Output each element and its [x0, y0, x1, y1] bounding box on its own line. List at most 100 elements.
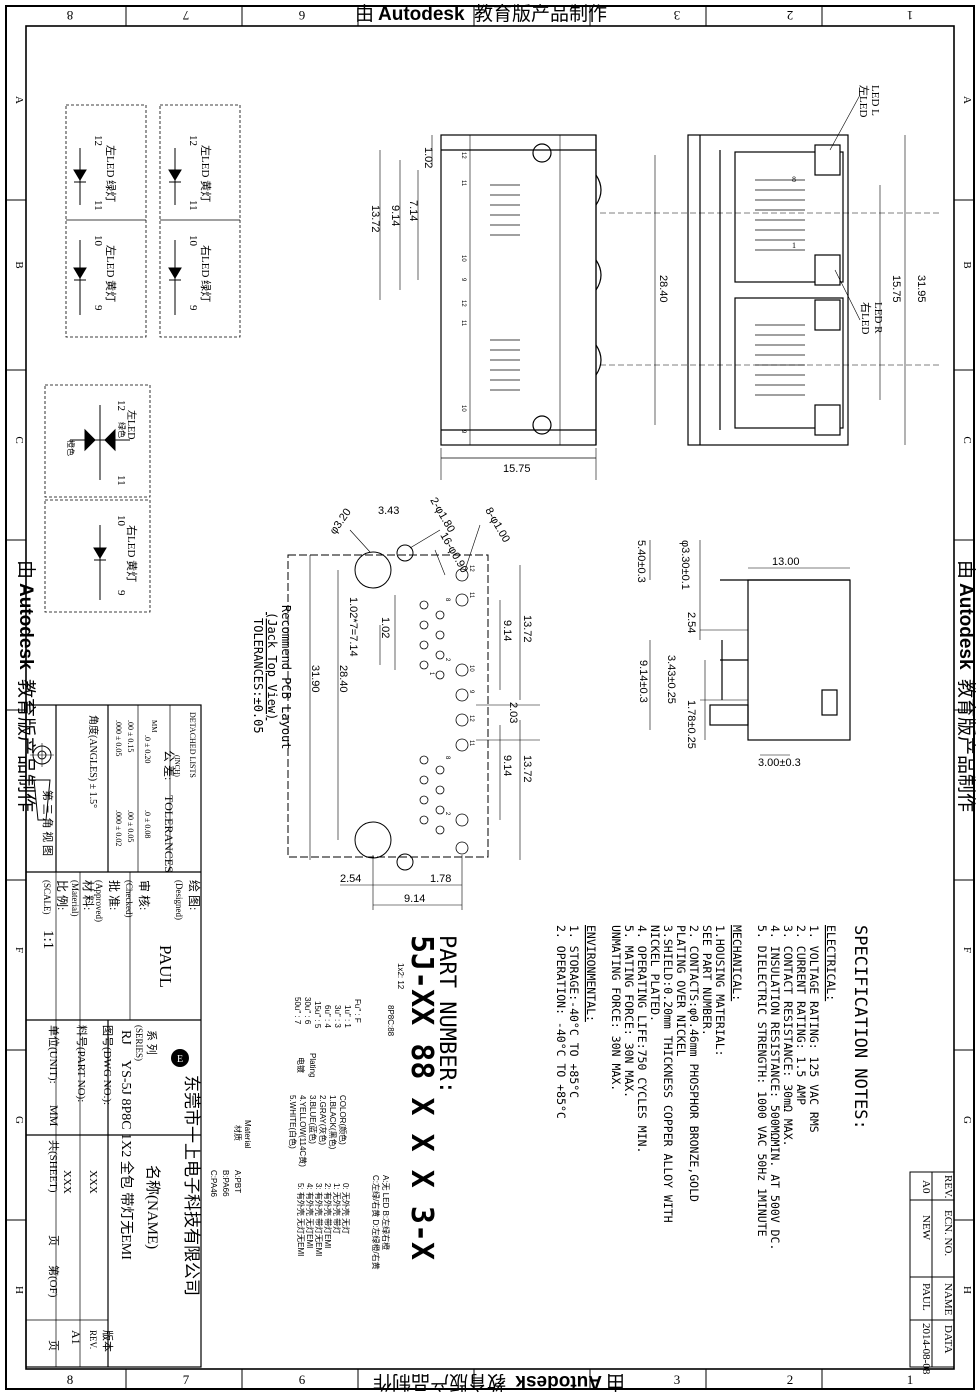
- top-view-drawing: [379, 134, 602, 480]
- sv-dim-2: φ3.30±0.1: [679, 540, 691, 590]
- pn-color-5: 5.WHITE(白色): [288, 1095, 298, 1149]
- pn-material-cn: 材质: [233, 1125, 243, 1141]
- pcb-dim-5: 8-φ1.00: [482, 506, 512, 545]
- tb-scale: 1:1: [40, 930, 56, 949]
- spec-elec-2: 2. CURRENT RATING: 1.5 AMP: [794, 925, 808, 1105]
- tb-unit-cn: 单位(UNIT):: [47, 1025, 61, 1084]
- row-left-a: A: [13, 96, 25, 104]
- pcb-layout-dims: 3.43 φ3.20 2-φ1.80 16-φ0.90 8-φ1.00 13.7…: [309, 496, 533, 906]
- col-top-1: 8: [67, 8, 74, 23]
- col-top-8: 1: [907, 8, 914, 23]
- fv-dim-3: 31.95: [915, 275, 927, 303]
- pcb-pin-1: 12: [468, 565, 474, 572]
- pcb-dim-8: 2.03: [507, 702, 519, 723]
- rev-c1: A0: [920, 1180, 932, 1194]
- watermark-left-prefix: 由: [15, 560, 37, 579]
- pn-ports: 1x2: 12: [396, 963, 405, 990]
- led-box4-pin-b: 9: [187, 305, 199, 311]
- led-symbols: [70, 148, 182, 600]
- side-view-dims: 13.00 φ3.30±0.1 5.40±0.3 2.54 9.14±0.3 3…: [635, 540, 801, 769]
- pcb-inner-3: 1: [428, 672, 434, 676]
- led-box-left-top: [65, 104, 147, 338]
- pcb-dim-16: 1.78: [430, 873, 451, 885]
- pn-plat-1: Fu" : F: [353, 999, 362, 1023]
- tb-tol-en: TOLERANCES: [162, 795, 176, 873]
- fv-led-l: LED L: [869, 85, 881, 116]
- row-left-h: H: [13, 1286, 25, 1294]
- tv-pin-7: 10: [460, 405, 466, 412]
- sv-dim-6: 3.43±0.25: [665, 655, 677, 704]
- tb-angles: 角度(ANGLES) ± 1.5°: [87, 715, 100, 808]
- pcb-pin-2: 11: [468, 592, 474, 599]
- spec-mech-6: NICKEL PLATED.: [648, 925, 662, 1022]
- fv-led-r: LED R: [872, 302, 884, 334]
- led-box3-label: 左LED 黄灯: [199, 145, 213, 202]
- watermark-top-suffix: 教育版产品制作: [474, 3, 607, 25]
- row-letters-right: A B C F G H: [961, 96, 973, 1294]
- led-box4-label: 右LED 绿灯: [199, 245, 213, 302]
- title-block-text: DETACHED LISTS 公 差: TOLERANCES MM (INCH)…: [40, 712, 202, 1352]
- spec-env-2: 2. OPERATION: -40°C TO +85°C: [554, 925, 568, 1119]
- tv-pin-6: 11: [460, 320, 466, 327]
- col-bot-7: 2: [787, 1372, 794, 1387]
- side-view-body: [747, 579, 851, 741]
- spec-elec-4: 4. INSULATION RESISTANCE: 500MΩMIN. AT 5…: [768, 925, 782, 1250]
- pn-emi-6: 5: 有外壳 无灯无EMI: [296, 1183, 306, 1256]
- tb-tol-2: .00 ± 0.15: [126, 720, 135, 752]
- spec-title: SPECIFICATION NOTES:: [850, 925, 870, 1130]
- tb-unit-inch: (INCH): [173, 755, 181, 777]
- pcb-dim-6: 13.72: [521, 615, 533, 643]
- pn-plat-5: 15u" : 5: [313, 1001, 322, 1029]
- fv-pin1: 1: [792, 241, 796, 250]
- fv-dim-2: 15.75: [890, 275, 902, 303]
- tb-tol-inch-1: .0 ± 0.08: [143, 810, 152, 838]
- pn-plat-3: 3u" : 3: [333, 1005, 342, 1028]
- col-bot-8: 1: [907, 1372, 914, 1387]
- svg-text:E: E: [177, 1054, 183, 1065]
- col-top-7: 2: [787, 8, 794, 23]
- rev-h3: NAME: [942, 1283, 954, 1316]
- company-logo-icon: E: [171, 1049, 189, 1067]
- fv-led-l-cn: 左LED: [857, 85, 870, 117]
- tb-dwg: XXX: [87, 1170, 99, 1194]
- tv-dim-1: 1.02: [422, 147, 434, 168]
- front-port-upper: [734, 151, 844, 283]
- pn-color-1: 1.BLACK(黑色): [328, 1095, 338, 1150]
- led-box6-label: 右LED 黄灯: [125, 525, 139, 582]
- pn-led-1: A:无 LED B:左绿右橙: [381, 1175, 391, 1250]
- pcb-dim-7: 9.14: [501, 620, 513, 641]
- led-box1-pin-a: 12: [92, 135, 104, 146]
- watermark-bottom-brand: Autodesk: [515, 1371, 602, 1392]
- col-bot-1: 8: [67, 1372, 74, 1387]
- pcb-mount-hole-top: [354, 551, 392, 589]
- pcb-pin-labels: 12 11 10 9 12 11 8 2 1 8 2: [428, 565, 474, 816]
- led-box5-pin-b: 11: [115, 475, 127, 486]
- col-top-3: 6: [298, 8, 305, 23]
- title-block-frame: [25, 704, 202, 1368]
- pcb-tolerance: TOLERANCES:±0.05: [251, 618, 265, 734]
- pn-color-2: 2.GRAY(灰色): [318, 1095, 328, 1145]
- led-box-right-yellow: [44, 499, 151, 613]
- tb-material-cn: 材 料:: [81, 880, 95, 910]
- tv-dim-4: 13.72: [369, 205, 381, 233]
- tb-material-en: (Material): [70, 880, 80, 916]
- pcb-subtitle: (Jack Top View): [265, 612, 279, 720]
- column-numbers-bottom: 8 7 6 3 2 1: [67, 1372, 914, 1387]
- tb-rev: A1: [69, 1330, 83, 1345]
- tb-tol-3: .000 ± 0.05: [114, 720, 123, 756]
- pcb-dim-13: 28.40: [337, 665, 349, 693]
- row-right-h: H: [961, 1286, 973, 1294]
- col-top-2: 7: [182, 8, 189, 23]
- tb-approved-en: (Approved): [94, 880, 104, 922]
- pn-config: 8P8C:88: [386, 1005, 395, 1037]
- spec-electrical-heading: ELECTRICAL:: [824, 925, 838, 1001]
- pcb-dim-3: 2-φ1.80: [427, 496, 457, 535]
- tb-tol-inch-3: .000 ± 0.02: [114, 810, 123, 846]
- side-view-drawing: [649, 540, 851, 756]
- pn-material-label: Material: [243, 1120, 252, 1149]
- front-view-drawing: [600, 94, 940, 446]
- led-box5-label: 左LED: [125, 410, 138, 439]
- pcb-pin-5: 12: [468, 715, 474, 722]
- pn-plat-2: 1u" : 1: [343, 1005, 352, 1028]
